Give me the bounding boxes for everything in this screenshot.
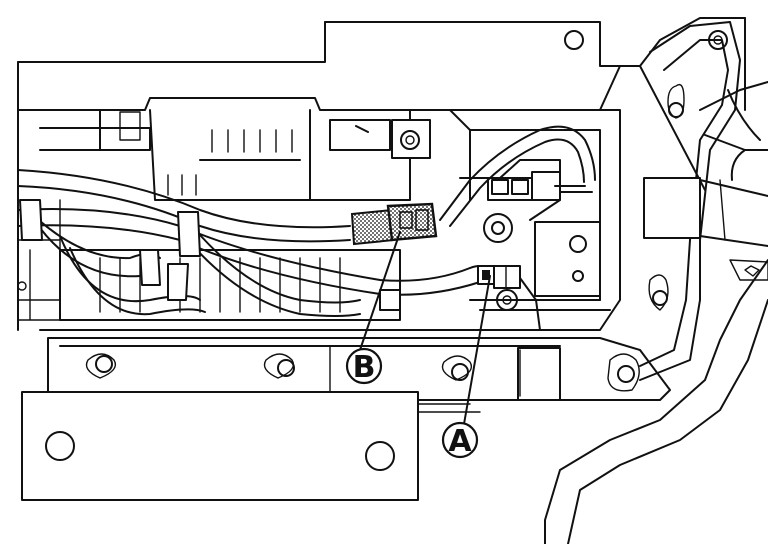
bracket-strap [643, 177, 768, 247]
callout-a-label: A [448, 424, 472, 459]
bottom-plate [21, 391, 481, 501]
callout-b: B [345, 347, 383, 385]
leader-line-b [359, 231, 401, 351]
callout-b-label: B [353, 350, 376, 385]
wiring-harness [17, 125, 596, 317]
leader-line-a [463, 275, 491, 425]
connector-a [477, 265, 541, 331]
body-frame [17, 17, 768, 331]
callout-a-circle [441, 421, 479, 459]
right-flange [607, 21, 741, 392]
housing-arcs [544, 89, 768, 544]
upper-bracket [329, 119, 431, 159]
ground-bolt-upper [483, 171, 561, 243]
callout-b-circle [345, 347, 383, 385]
connector-b [350, 202, 438, 246]
leader-lines [359, 231, 491, 425]
harness-clips [19, 199, 401, 311]
callout-a: A [441, 421, 479, 459]
